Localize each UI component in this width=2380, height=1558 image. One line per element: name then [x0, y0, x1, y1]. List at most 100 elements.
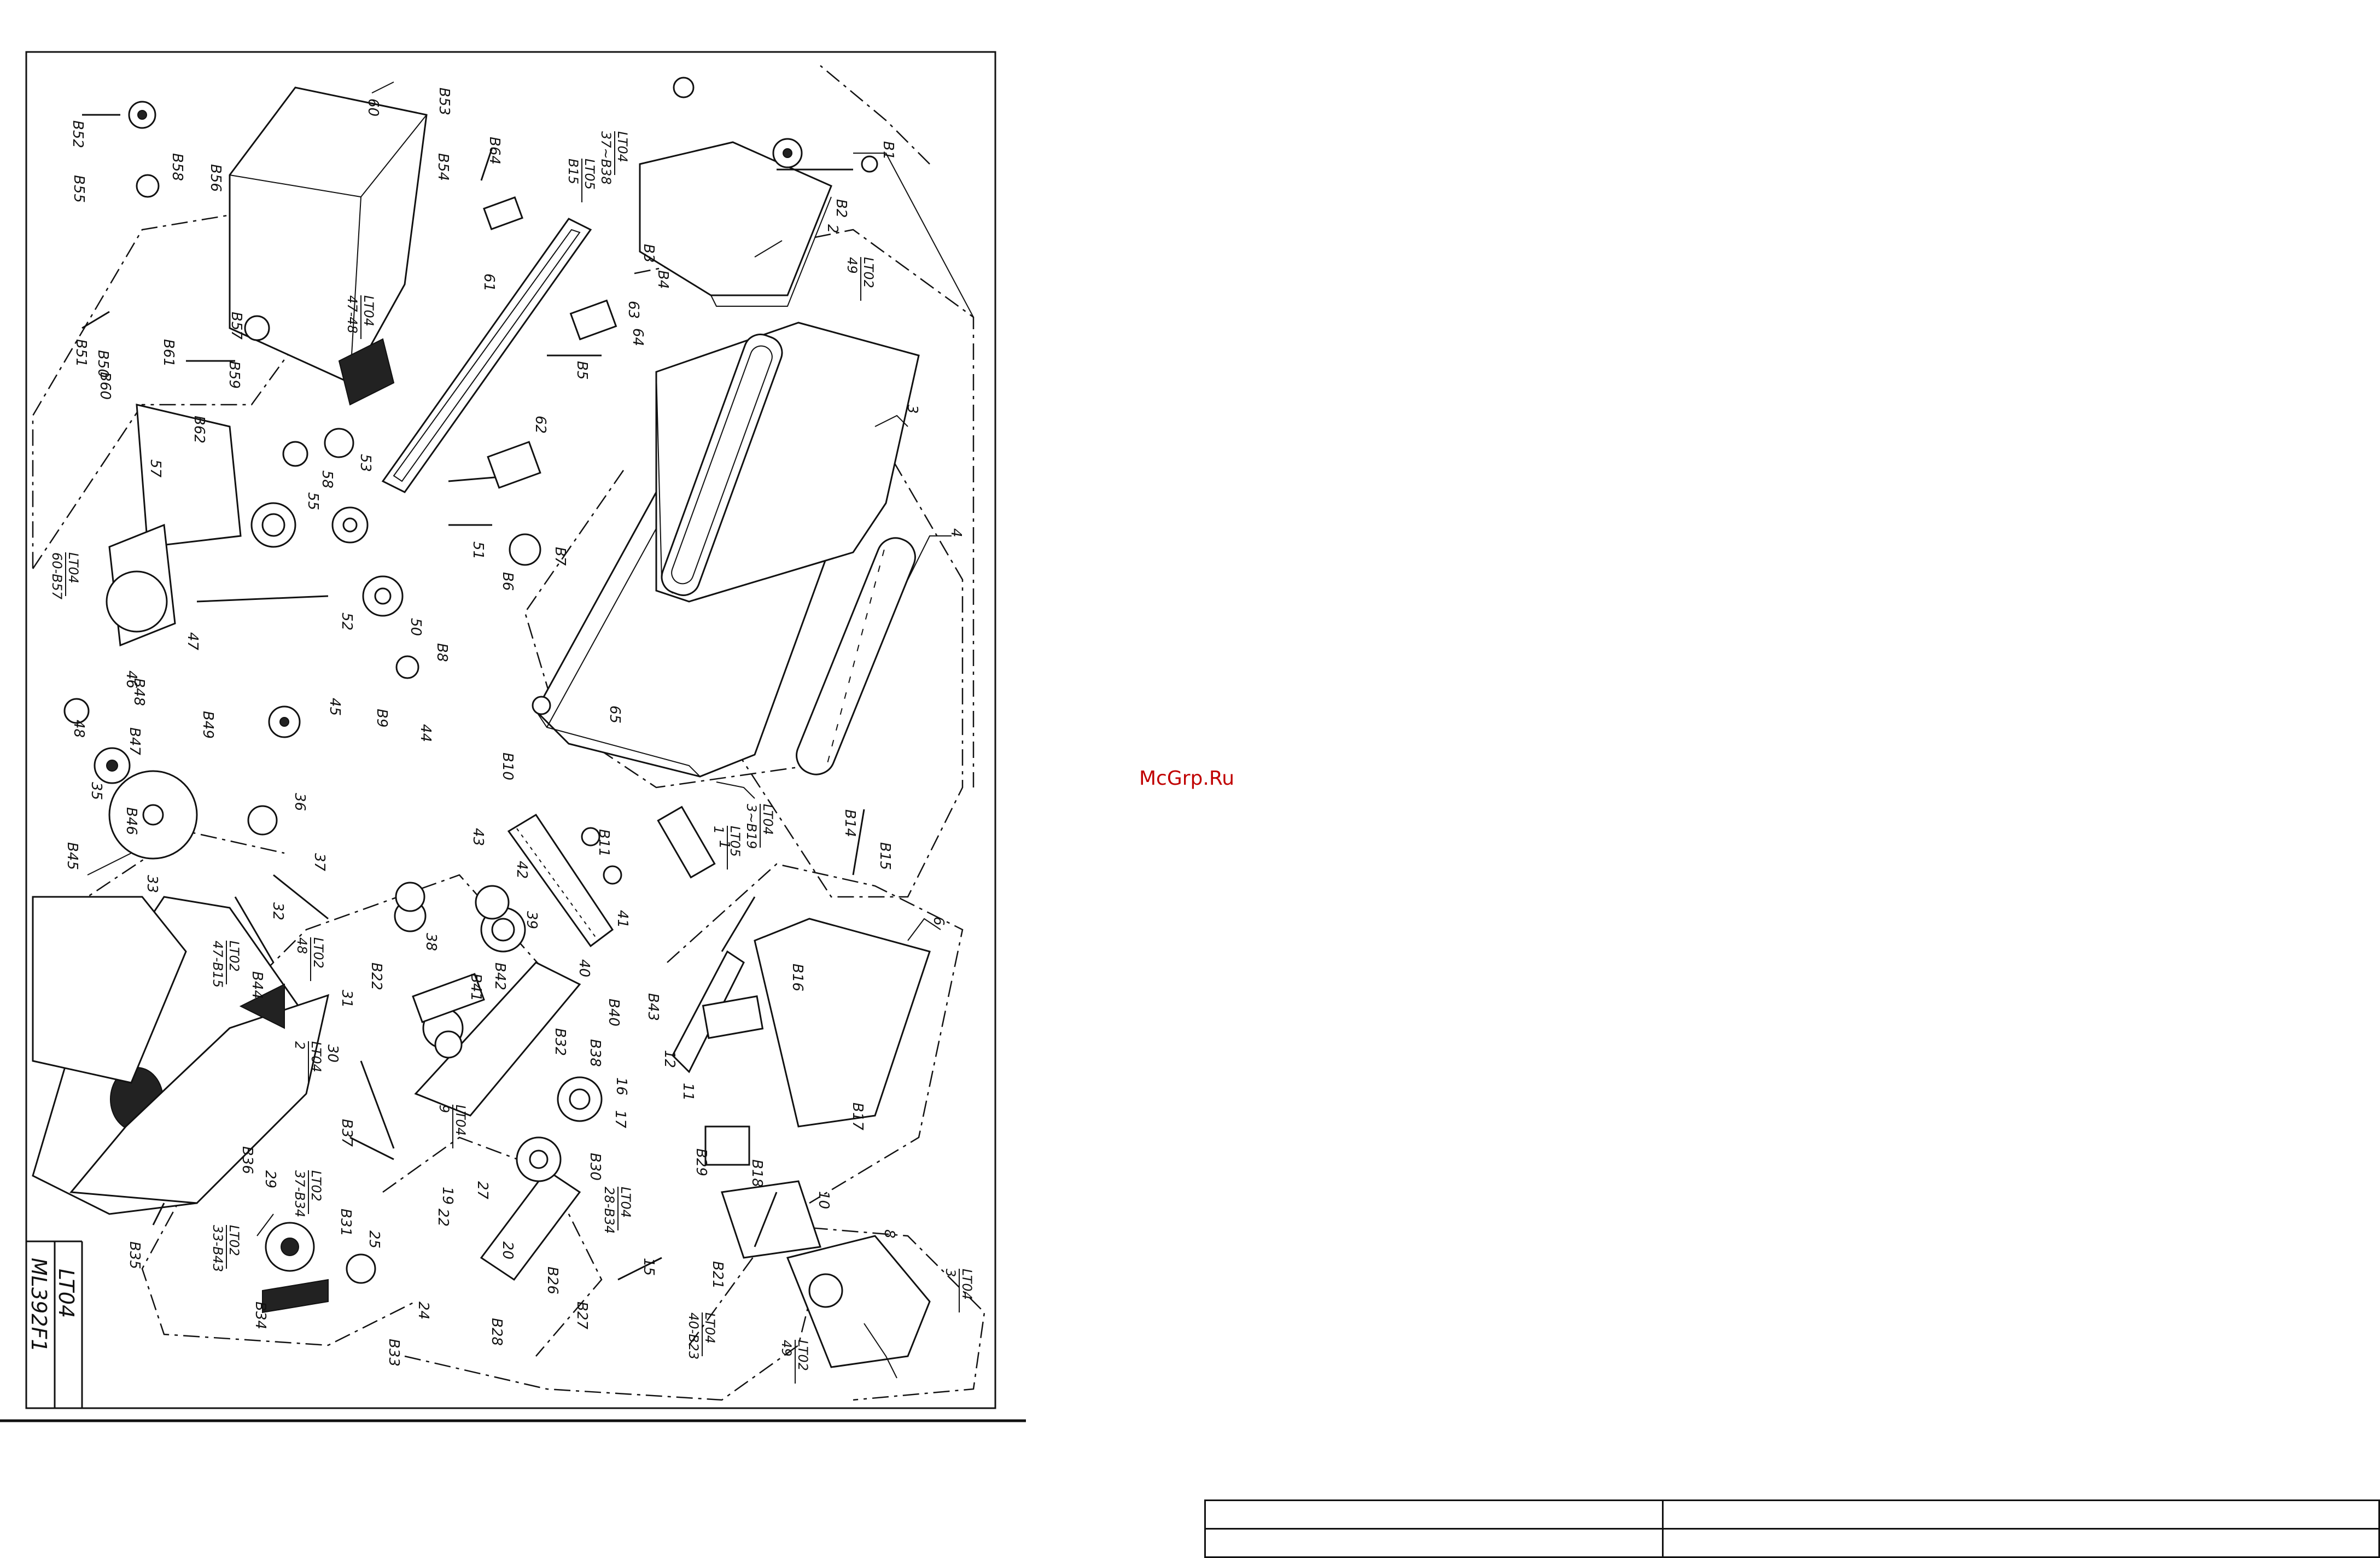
part-label: B54 — [435, 153, 451, 181]
part-label: B57 — [228, 312, 244, 340]
table-row — [1204, 1499, 2380, 1530]
part-label: B64 — [486, 137, 503, 165]
part-label: B16 — [789, 964, 806, 991]
part-label: B2 — [833, 199, 849, 218]
part-label: B45 — [64, 842, 80, 870]
ref-label-top: LT02 — [861, 257, 876, 288]
ref-label-top: LT05 — [582, 159, 597, 190]
part-label: 46 — [123, 670, 139, 688]
part-label: B32 — [552, 1028, 568, 1056]
part-label: B18 — [749, 1159, 765, 1187]
title-block: LT04 ML392F1 — [26, 1240, 83, 1408]
ref-label-top: LT04 — [615, 131, 630, 162]
part-label: B61 — [160, 339, 177, 367]
part-label: 33 — [144, 875, 160, 893]
part-label: 39 — [523, 911, 540, 929]
ref-label-top: LT04 — [760, 804, 775, 835]
part-label: 35 — [88, 782, 104, 800]
ref-label-bottom: 3~B19 — [744, 804, 759, 849]
part-label: B51 — [73, 339, 89, 367]
part-label: B50 — [95, 350, 111, 378]
part-label: 55 — [305, 492, 321, 510]
watermark-link[interactable]: McGrp.Ru — [1139, 767, 1235, 790]
part-label: B10 — [499, 752, 516, 780]
part-label: 24 — [415, 1302, 431, 1320]
part-label: B56 — [207, 164, 224, 192]
part-label: B58 — [169, 153, 185, 181]
ref-label-top: LT04 — [959, 1269, 975, 1300]
ref-label-top: LT02 — [795, 1340, 810, 1371]
part-label: B33 — [386, 1339, 402, 1367]
ref-label-top: LT04 — [66, 552, 81, 583]
ref-label-top: LT02 — [311, 937, 326, 968]
part-label: B43 — [645, 993, 661, 1021]
part-label: 31 — [339, 990, 355, 1008]
part-label: B7 — [552, 547, 568, 566]
ref-label-top: LT02 — [308, 1170, 324, 1201]
sanding-pad — [796, 537, 916, 775]
part-label: B59 — [226, 361, 242, 389]
part-label: 19 — [439, 1187, 456, 1205]
part-label: B22 — [368, 962, 384, 990]
part-label: 10 — [815, 1191, 832, 1209]
part-label: 63 — [625, 301, 641, 319]
part-label: 8 — [881, 1229, 897, 1239]
base-casting — [32, 896, 307, 1215]
part-label: B36 — [239, 1146, 255, 1174]
part-label: 11 — [680, 1083, 696, 1101]
part-label: B49 — [200, 711, 216, 739]
part-label: B47 — [126, 727, 143, 755]
part-label: B52 — [69, 120, 86, 148]
part-label: 62 — [532, 416, 549, 434]
part-number-labels: 1 2 3 4 6 8 10 11 12 15 16 17 19 20 22 2… — [64, 87, 964, 1367]
part-label: 42 — [514, 861, 530, 879]
part-label: B8 — [434, 643, 450, 662]
part-label: B1 — [880, 141, 896, 160]
guide-rail — [381, 218, 592, 493]
part-label: B60 — [97, 372, 113, 400]
upper-housing — [229, 86, 428, 384]
title-block-model: ML392F1 — [27, 1258, 51, 1352]
part-label: 40 — [576, 959, 592, 977]
part-label: 48 — [71, 720, 87, 738]
ref-label-bottom: 33-B43 — [210, 1225, 225, 1272]
table-cell — [1204, 1528, 1664, 1558]
title-block-code: LT04 — [54, 1269, 78, 1318]
ref-label-top: LT02 — [226, 1225, 242, 1256]
platen-bracket — [639, 141, 832, 307]
part-label: 53 — [357, 454, 374, 472]
shafts-and-bolts — [81, 114, 865, 1314]
part-label: 41 — [614, 910, 631, 928]
part-label: 29 — [262, 1170, 278, 1188]
part-label: B11 — [596, 829, 612, 857]
part-label: 65 — [606, 705, 623, 723]
part-label: 30 — [324, 1044, 341, 1063]
ref-label-bottom: 40-B23 — [686, 1312, 701, 1359]
part-label: B27 — [574, 1302, 590, 1329]
wheels — [63, 77, 878, 1308]
part-label: B15 — [877, 842, 893, 870]
part-label: B26 — [544, 1267, 561, 1294]
part-label: B29 — [693, 1148, 709, 1176]
part-label: 51 — [470, 541, 486, 559]
ref-label-bottom: 47-48 — [345, 295, 360, 334]
part-label: B55 — [71, 175, 87, 203]
part-label: 50 — [407, 618, 424, 636]
part-label: 1 — [716, 840, 732, 849]
part-label: 58 — [319, 470, 335, 488]
drawing-frame — [25, 51, 996, 1409]
part-label: 12 — [661, 1050, 678, 1068]
part-label: B5 — [574, 361, 590, 380]
part-label: B3 — [640, 244, 657, 262]
part-label: B35 — [126, 1241, 143, 1269]
sanding-belt — [661, 334, 783, 596]
part-label: 38 — [423, 933, 439, 951]
part-label: 52 — [339, 612, 355, 631]
part-label: B44 — [249, 971, 265, 999]
footer-table — [1204, 1499, 2380, 1558]
part-label: 57 — [147, 459, 164, 478]
right-bracket — [721, 1180, 931, 1368]
part-label: 60 — [365, 98, 381, 116]
leader-lines — [87, 81, 974, 1379]
